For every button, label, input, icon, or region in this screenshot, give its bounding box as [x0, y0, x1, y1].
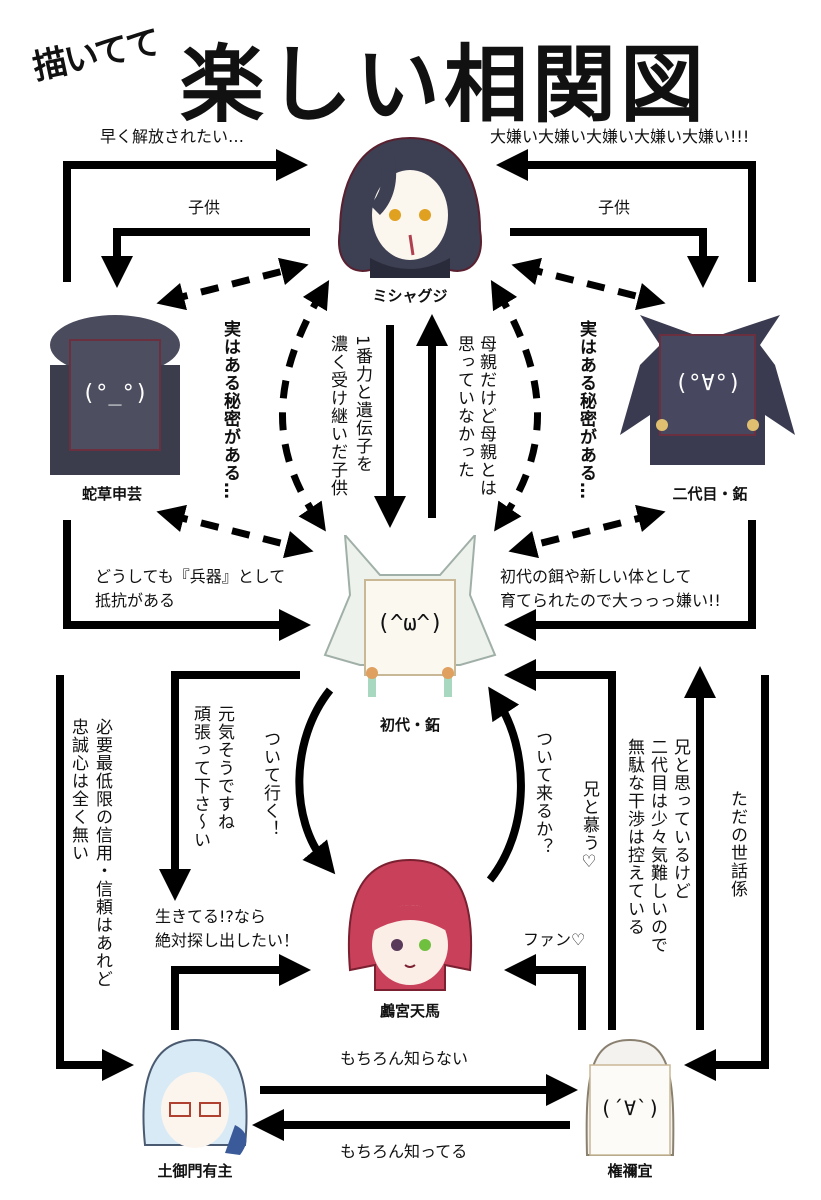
arrow-shodai-to-tenma — [295, 687, 336, 875]
arrow-hebikusa-to-tsuchimikado — [56, 675, 134, 1081]
nidaime-kaomoji: (°∀°) — [675, 371, 741, 396]
arrow-hebikusa-to-mishaguji — [63, 149, 308, 282]
label-gonnegi-to-nidaime-3: 無駄な干渉は控えている — [624, 738, 644, 936]
arrow-nidaime-to-gonnegi — [684, 675, 769, 1081]
label-hebikusa-to-shodai-1: どうしても『兵器』として — [95, 567, 286, 586]
hebikusa-kaomoji: (°_°) — [82, 381, 148, 406]
dashed-arrow-hebikusa-shodai — [156, 504, 314, 559]
arrow-child-left — [101, 228, 310, 288]
label-secret-right: 実はある秘密がある… — [576, 320, 596, 500]
label-gonnegi-to-tsuchimikado: もちろん知ってる — [340, 1142, 468, 1161]
dashed-arrow-mishaguji-hebikusa — [156, 257, 309, 311]
page-title: 楽しい相関図 — [180, 35, 709, 134]
name-nidaime: 二代目・鉐 — [672, 485, 748, 503]
shodai-kaomoji: (^ω^) — [377, 611, 443, 636]
name-hebikusa: 蛇草申芸 — [81, 485, 143, 503]
label-shodai-to-tenma: ついて行く！ — [260, 730, 280, 838]
label-hebikusa-to-shodai-2: 抵抗がある — [95, 591, 176, 610]
dashed-arrow-mishaguji-shodai-right — [490, 279, 541, 532]
name-shodai: 初代・鉐 — [379, 716, 441, 734]
dashed-arrow-mishaguji-shodai-left — [279, 279, 330, 532]
shodai-avatar: (^ω^) — [323, 535, 497, 697]
label-mishaguji-to-shodai-1: 1番力と遺伝子を — [352, 335, 372, 473]
label-gonnegi-to-nidaime-1: 兄と思っているけど — [670, 738, 690, 900]
arrow-nidaime-to-mishaguji — [496, 149, 756, 282]
arrow-gonnegi-to-shodai — [504, 659, 616, 1030]
label-nidaime-to-shodai-2: 育てられたので大っっっ嫌い!! — [500, 591, 721, 610]
dashed-arrow-nidaime-shodai — [508, 504, 666, 559]
arrow-child-right — [510, 228, 719, 288]
label-gonnegi-to-nidaime-2: 二代目は少々気難しいので — [647, 738, 667, 954]
gonnegi-avatar: (´∀`) — [585, 1038, 675, 1156]
tenma-avatar — [347, 858, 473, 991]
hebikusa-avatar: (°_°) — [50, 315, 180, 475]
name-tsuchimikado: 土御門有主 — [157, 1162, 233, 1180]
name-tenma: 鸕宮天馬 — [379, 1002, 441, 1020]
arrow-nidaime-to-shodai — [504, 520, 756, 641]
label-mishaguji-to-shodai-2: 濃く受け継いだ子供 — [327, 335, 347, 497]
gonnegi-kaomoji: (´∀`) — [600, 1096, 660, 1120]
label-child-right: 子供 — [598, 198, 631, 217]
nidaime-avatar: (°∀°) — [620, 315, 795, 465]
label-child-left: 子供 — [188, 198, 221, 217]
label-tenma-to-shodai: ついて来るか？ — [532, 730, 552, 856]
label-gonnegi-to-shodai: 兄と慕う♡ — [579, 780, 599, 873]
label-shodai-to-mishaguji-1: 母親だけど母親とは — [476, 335, 496, 497]
label-gonnegi-to-tenma: ファン♡ — [523, 930, 586, 949]
label-hebikusa-to-tsuchimikado-1: 必要最低限の信用・信頼はあれど — [92, 718, 112, 988]
arrow-shodai-to-tsuchimikado — [159, 671, 300, 901]
arrow-gonnegi-to-tenma — [504, 954, 586, 1030]
mishaguji-avatar — [338, 136, 482, 278]
label-tsuchimikado-to-tenma-2: 絶対探し出したい！ — [155, 931, 300, 950]
tsuchimikado-avatar — [142, 1038, 248, 1155]
dashed-arrow-mishaguji-nidaime — [511, 257, 666, 311]
name-gonnegi: 権禰宜 — [607, 1162, 653, 1180]
label-hebikusa-to-mishaguji: 早く解放されたい… — [100, 127, 245, 146]
label-tsuchimikado-to-gonnegi: もちろん知らない — [340, 1049, 469, 1068]
arrow-tenma-to-shodai — [486, 686, 525, 883]
label-nidaime-to-mishaguji: 大嫌い大嫌い大嫌い大嫌い大嫌い!!! — [490, 127, 750, 146]
label-shodai-to-mishaguji-2: 思っていなかった — [454, 335, 474, 479]
name-mishaguji: ミシャグジ — [372, 287, 448, 305]
label-shodai-to-tsuchimikado-2: 頑張って下さ～い — [190, 705, 210, 849]
label-tsuchimikado-to-tenma-1: 生きてる!?なら — [155, 907, 266, 926]
arrow-hebikusa-to-shodai — [63, 520, 311, 641]
label-nidaime-to-shodai-1: 初代の餌や新しい体として — [500, 567, 692, 586]
label-shodai-to-tsuchimikado-1: 元気そうですね — [214, 705, 234, 831]
label-hebikusa-to-tsuchimikado-2: 忠誠心は全く無い — [68, 718, 88, 862]
label-secret-left: 実はある秘密がある… — [220, 320, 240, 500]
label-nidaime-to-gonnegi: ただの世話係 — [727, 790, 747, 898]
arrow-tsuchimikado-to-tenma — [171, 954, 311, 1030]
